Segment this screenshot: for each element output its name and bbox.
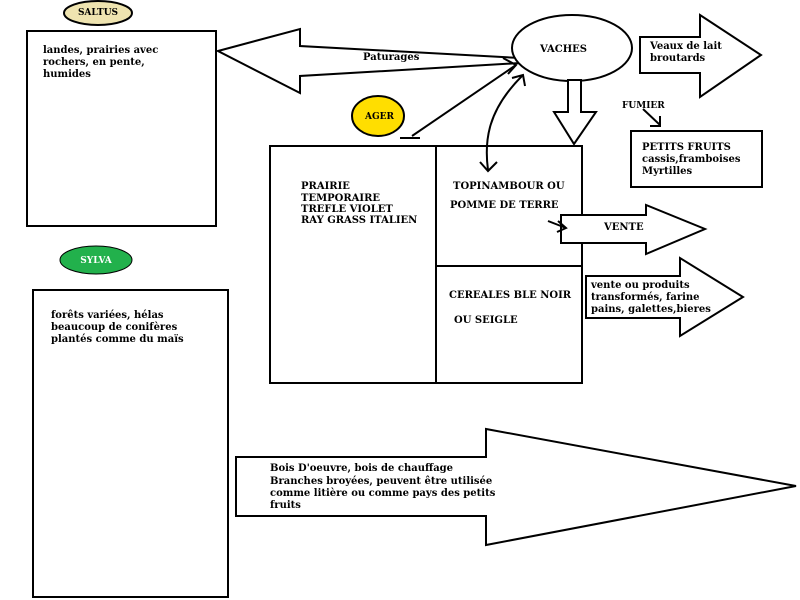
vente-produits-line-1: vente ou produits: [591, 280, 690, 291]
vente-arrow: [560, 203, 708, 256]
fumier-leader: [642, 108, 661, 126]
saltus-box: [26, 30, 217, 227]
petits-fruits-box: [630, 130, 763, 188]
prairie-line-2: TEMPORAIRE: [301, 193, 381, 204]
vente-leader-head: [556, 220, 568, 233]
vente-leader: [547, 220, 567, 229]
fumier-arrow: [552, 79, 598, 146]
cereales-line-1: CEREALES BLE NOIR: [449, 290, 572, 301]
sylva-description: forêts variées, hélas beaucoup de conifè…: [51, 310, 184, 345]
bois-line-1: Bois D'oeuvre, bois de chauffage: [270, 463, 454, 474]
vaches-topinambour-connector: [485, 75, 523, 171]
vente-label: VENTE: [604, 222, 644, 233]
vaches-topinambour-head-b: [511, 73, 526, 87]
saltus-badge: [63, 0, 133, 26]
cereales-line-2: OU SEIGLE: [454, 315, 518, 326]
topinambour-line-2: POMME DE TERRE: [450, 200, 559, 211]
bois-arrow: [235, 427, 797, 547]
bois-line-4: fruits: [270, 500, 301, 511]
vaches-topinambour-head: [479, 161, 498, 173]
ager-badge-label: AGER: [365, 112, 395, 122]
bois-line-2: Branches broyées, peuvent être utilisée: [270, 476, 493, 487]
vente-produits-line-3: pains, galettes,bieres: [591, 304, 711, 315]
petits-fruits-line-3: Myrtilles: [642, 166, 693, 177]
fumier-label: FUMIER: [622, 101, 665, 111]
veaux-label: Veaux de lait broutards: [650, 41, 722, 64]
paturages-label: Paturages: [363, 52, 420, 63]
prairie-line-1: PRAIRIE: [301, 181, 350, 192]
sylva-badge-label: SYLVA: [80, 256, 112, 266]
petits-fruits-line-2: cassis,framboises: [642, 154, 741, 165]
vaches-ager-connector: [411, 64, 517, 137]
vaches-ager-connector-head-b: [502, 57, 518, 75]
sylva-badge: [59, 245, 133, 275]
sylva-box: [32, 289, 229, 598]
ager-box: [269, 145, 583, 384]
vente-produits-line-2: transformés, farine: [591, 292, 700, 303]
vente-produits-arrow: [585, 256, 745, 338]
saltus-description: landes, prairies avec rochers, en pente,…: [43, 45, 159, 80]
saltus-badge-label: SALTUS: [77, 8, 119, 18]
veaux-arrow: [639, 13, 763, 99]
bois-line-3: comme litière ou comme pays des petits: [270, 488, 496, 499]
petits-fruits-line-1: PETITS FRUITS: [642, 142, 731, 153]
vaches-label: VACHES: [540, 44, 587, 55]
topinambour-line-1: TOPINAMBOUR OU: [453, 181, 565, 192]
prairie-line-4: RAY GRASS ITALIEN: [301, 215, 418, 226]
prairie-line-3: TREFLE VIOLET: [301, 204, 393, 215]
ager-badge: [351, 95, 405, 137]
fumier-leader-head: [650, 116, 661, 127]
